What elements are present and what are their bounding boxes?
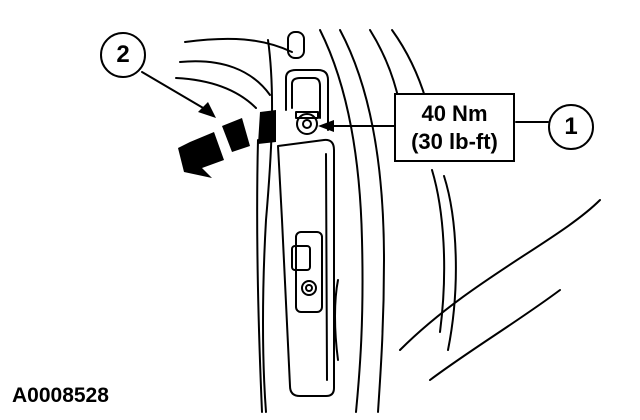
spec-arrowhead xyxy=(318,120,334,132)
leader-line-2 xyxy=(141,71,211,113)
body-contour-line xyxy=(399,199,601,351)
body-contour-line xyxy=(179,60,271,96)
body-contour-line xyxy=(431,169,446,333)
body-contour-line xyxy=(339,29,385,413)
upper-slot xyxy=(287,31,305,59)
adjuster-screw-center xyxy=(305,284,313,292)
pillar-trim-inner-line xyxy=(325,153,328,381)
belt-adjuster-frame xyxy=(295,231,323,313)
belt-adjuster-button xyxy=(291,245,311,271)
body-contour-line xyxy=(184,37,293,53)
callout-2-arrowhead xyxy=(198,102,216,118)
direction-arrow-segment xyxy=(222,118,250,152)
bolt-center xyxy=(302,119,312,129)
body-contour-line xyxy=(175,77,257,109)
torque-spec-box: 40 Nm (30 lb-ft) xyxy=(394,93,515,162)
bolt-bracket-inner xyxy=(291,77,321,119)
torque-imperial: (30 lb-ft) xyxy=(411,128,498,154)
figure-id: A0008528 xyxy=(12,384,109,407)
bolt-bracket xyxy=(285,69,329,131)
callout-2-label: 2 xyxy=(116,41,130,68)
direction-arrow-segment xyxy=(258,110,276,144)
direction-arrow-segment xyxy=(178,132,224,178)
body-contour-line xyxy=(443,175,457,351)
callout-2: 2 xyxy=(100,32,146,78)
bolt-tab xyxy=(295,111,319,119)
body-contour-line xyxy=(319,29,364,413)
pillar-edge-line xyxy=(262,39,274,413)
bolt xyxy=(296,113,318,135)
pillar-trim-panel xyxy=(277,138,335,397)
callout-1-label: 1 xyxy=(564,113,578,140)
adjuster-screw xyxy=(301,280,317,296)
torque-metric: 40 Nm xyxy=(421,100,488,126)
body-contour-line xyxy=(334,279,339,361)
callout-1: 1 xyxy=(548,104,594,150)
pillar-edge-line xyxy=(256,139,263,413)
body-contour-line xyxy=(429,289,561,381)
